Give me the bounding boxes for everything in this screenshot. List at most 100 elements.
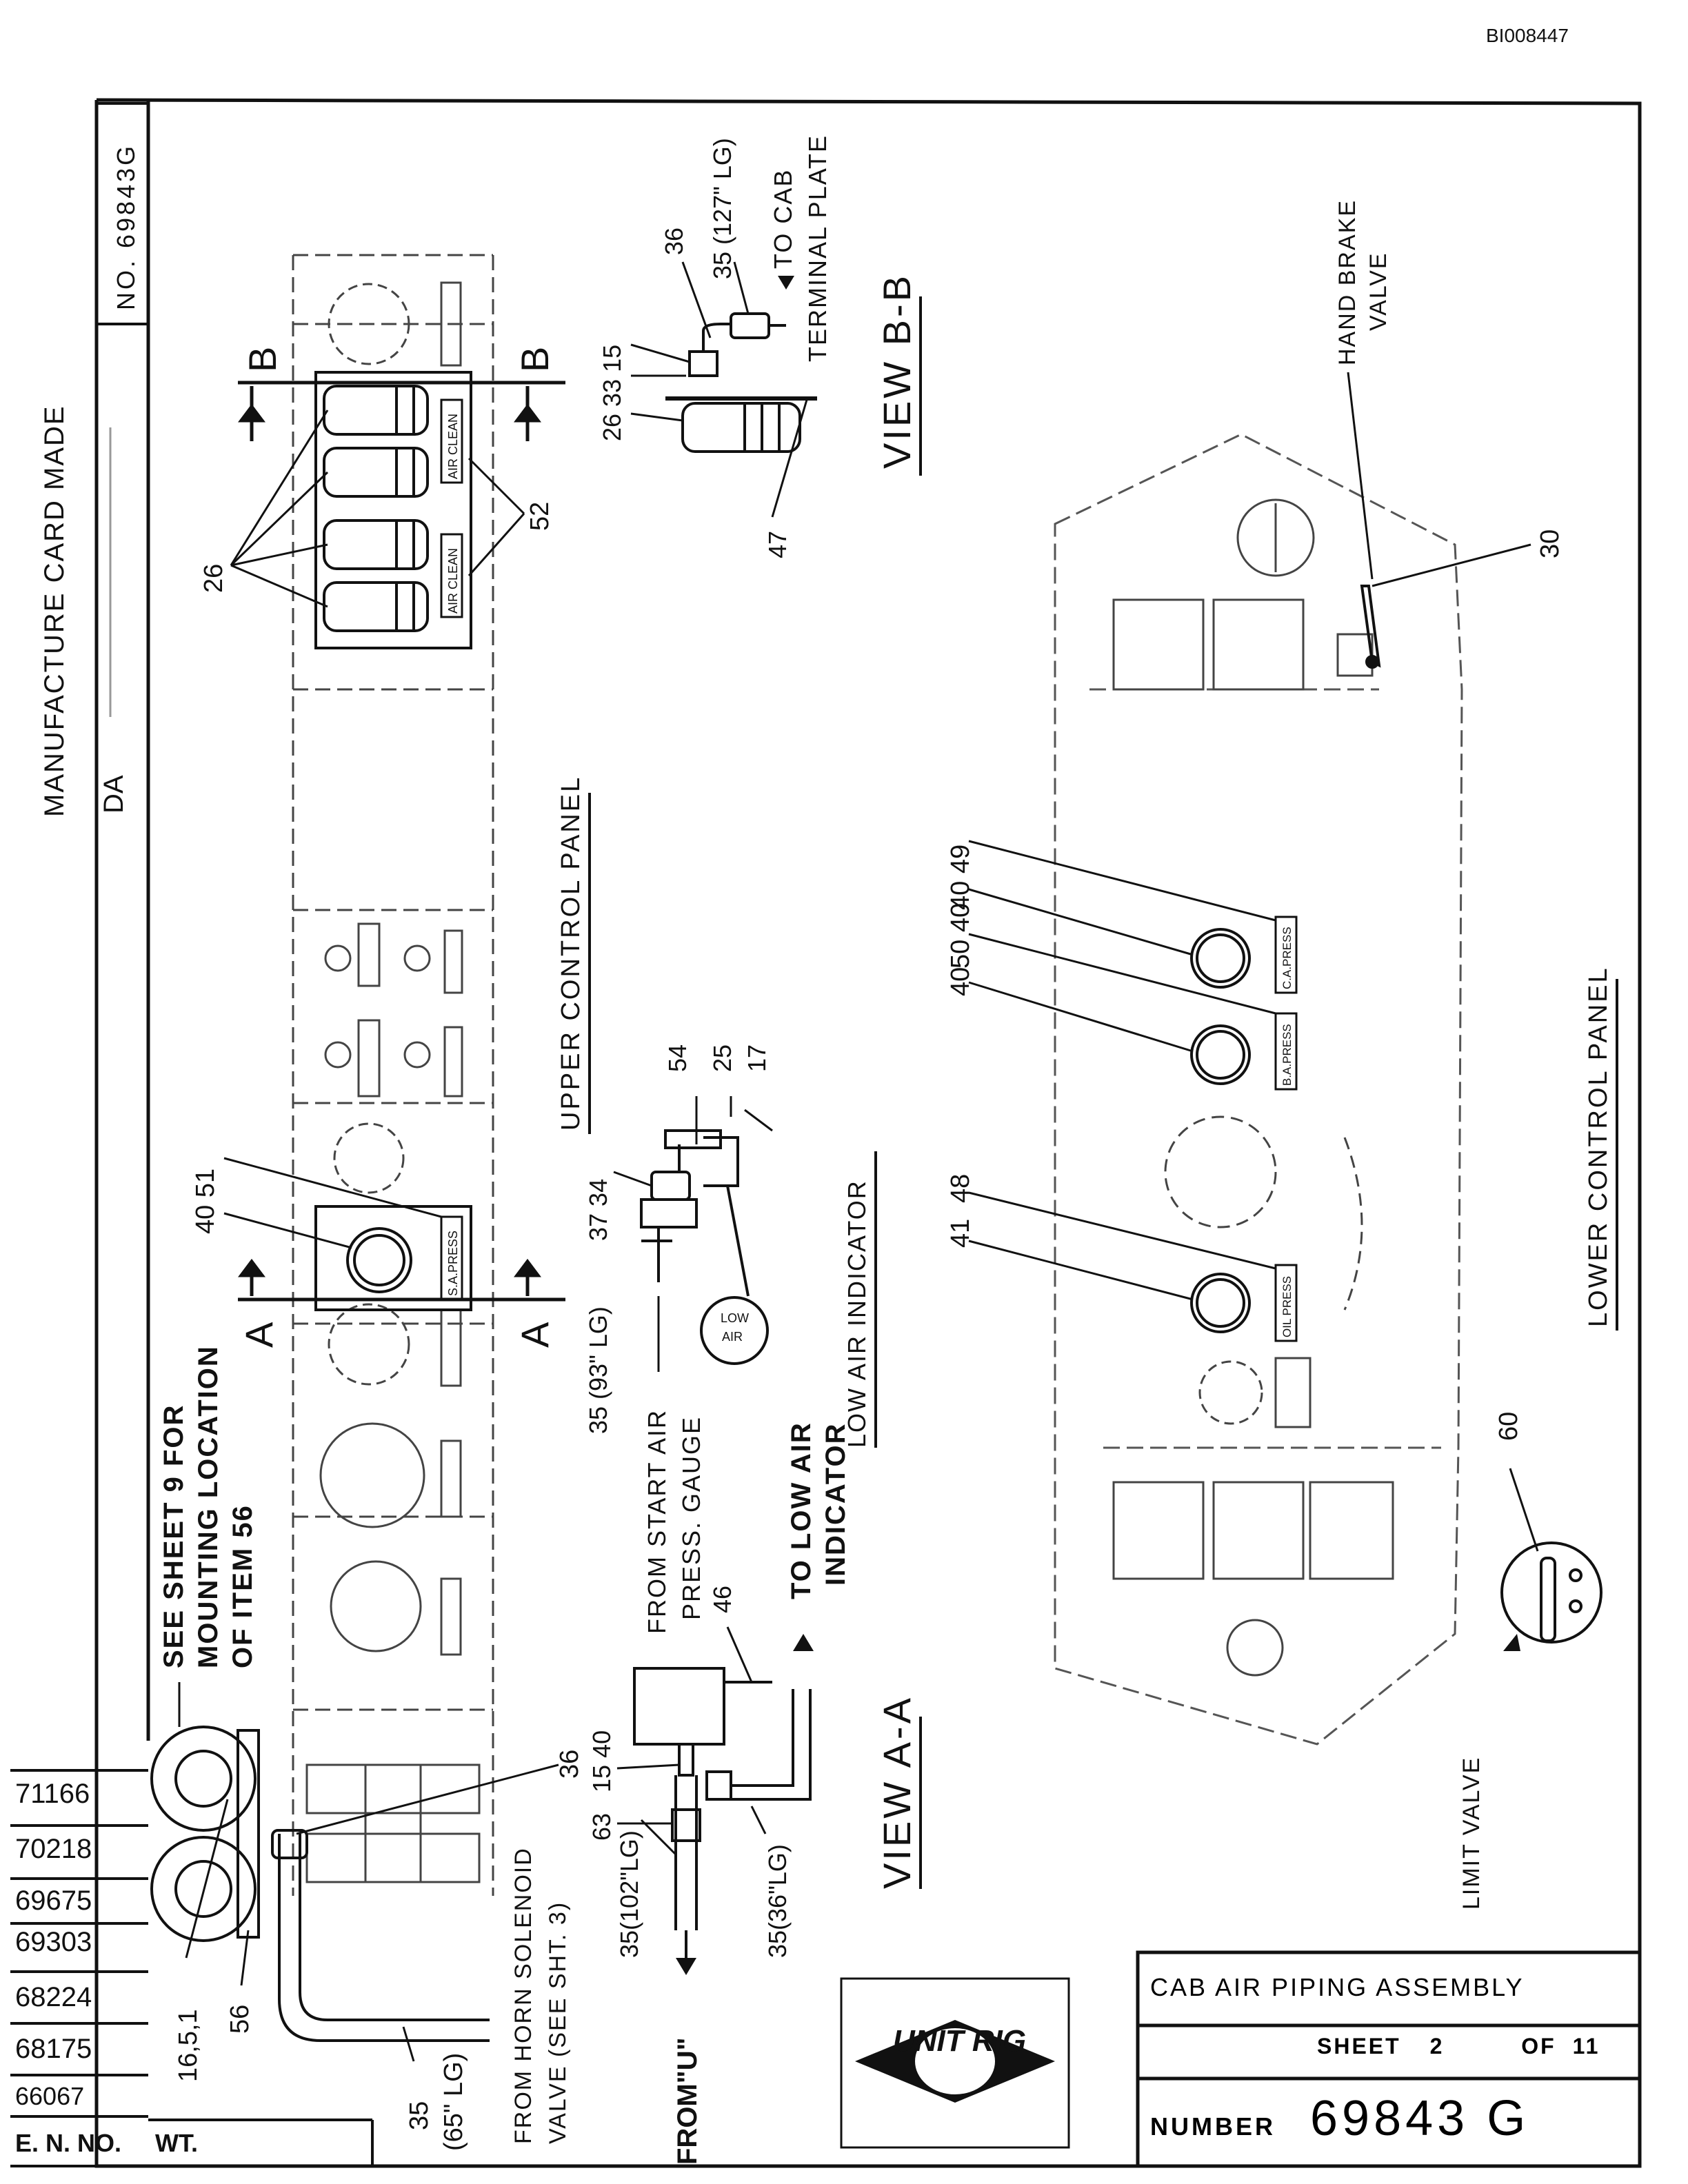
limit-valve-arrow xyxy=(1503,1634,1520,1651)
leader-35-65 xyxy=(402,2026,415,2062)
low-air-gauge-line2: AIR xyxy=(722,1330,743,1344)
upper-panel-details xyxy=(305,281,481,1883)
callout-63: 63 xyxy=(587,1813,616,1841)
section-a-right: A xyxy=(513,1322,556,1348)
to-cab-line2: TERMINAL PLATE xyxy=(803,134,832,362)
leader-16-5-1 xyxy=(185,1799,229,1959)
callout-54: 54 xyxy=(663,1044,692,1072)
callout-37-34: 37 34 xyxy=(584,1179,612,1241)
leader-46 xyxy=(726,1626,753,1683)
callout-26: 26 xyxy=(199,564,228,593)
manufacture-stamp-text: MANUFACTURE CARD MADE xyxy=(39,405,70,817)
title-block: CAB AIR PIPING ASSEMBLY SHEET 2 OF 11 NU… xyxy=(1138,1952,1640,2159)
leader-35-36 xyxy=(750,1806,767,1834)
leader-56 xyxy=(240,1930,250,1986)
callout-48: 48 xyxy=(946,1174,975,1203)
horn-circles xyxy=(150,1726,260,1942)
section-b-left: B xyxy=(241,347,284,372)
leader-37-34 xyxy=(613,1171,652,1187)
callout-47: 47 xyxy=(763,531,792,558)
from-start-air-line2: PRESS. GAUGE xyxy=(677,1416,705,1620)
logo-text: UNIT RIG xyxy=(893,2024,1026,2058)
ba-press-label: B.A.PRESS xyxy=(1280,1024,1294,1086)
callout-50-40: 50 40 xyxy=(946,903,975,969)
drawing-number: 69843 G xyxy=(1310,2091,1530,2146)
leader-bb xyxy=(630,261,808,518)
leader-26 xyxy=(230,410,329,608)
leader-lower-gauges xyxy=(968,840,1276,1301)
callout-35-65-line1: 35 xyxy=(405,2101,434,2130)
sa-press-gauge xyxy=(314,1205,472,1311)
low-air-indicator-label: LOW AIR INDICATOR xyxy=(843,1180,871,1448)
en-number-label: E. N. NO. xyxy=(15,2129,122,2157)
leader-40-51 xyxy=(223,1157,442,1249)
revision-entry: 66067 xyxy=(15,2082,85,2110)
revision-entry: 68175 xyxy=(15,2034,92,2064)
limit-valve xyxy=(1500,1541,1602,1644)
view-bb-detail xyxy=(665,312,817,453)
callout-35-93: 35 (93" LG) xyxy=(584,1306,612,1434)
callout-40-49: 40 49 xyxy=(946,845,975,910)
pipe-35-horn xyxy=(271,1829,490,2042)
callout-15-40: 15 40 xyxy=(587,1730,616,1792)
callout-16-5-1: 16,5,1 xyxy=(174,2009,203,2082)
to-cab-line1: TO CAB xyxy=(769,169,797,269)
callout-41: 41 xyxy=(946,1219,975,1248)
callout-25: 25 xyxy=(708,1044,736,1072)
weight-label: WT. xyxy=(155,2129,198,2157)
callout-40-51: 40 51 xyxy=(191,1169,220,1234)
lower-panel-label: LOWER CONTROL PANEL xyxy=(1584,966,1613,1327)
arrow-from-u xyxy=(676,1958,696,1975)
callout-36-bottom: 36 xyxy=(555,1750,584,1779)
from-u-label: FROM"U" xyxy=(672,2037,703,2165)
sheet-number: 2 xyxy=(1429,2034,1445,2059)
sheet-label: SHEET xyxy=(1317,2034,1401,2059)
hand-brake-line1: HAND BRAKE xyxy=(1334,199,1360,365)
from-horn-line2: VALVE (SEE SHT. 3) xyxy=(545,1901,571,2144)
sheet-total: 11 xyxy=(1572,2034,1600,2059)
oil-press-label: OIL PRESS xyxy=(1280,1276,1294,1337)
view-bb-label: VIEW B-B xyxy=(875,273,918,469)
revision-entry: 70218 xyxy=(15,1834,92,1864)
lower-panel-details xyxy=(1112,498,1394,1677)
of-label: OF xyxy=(1521,2034,1556,2059)
low-air-detail xyxy=(640,1096,773,1365)
sa-press-label: S.A.PRESS xyxy=(446,1231,460,1296)
air-clean-label-1: AIR CLEAN xyxy=(446,414,460,479)
leader-36-bottom xyxy=(296,1763,559,1835)
view-aa-label: VIEW A-A xyxy=(875,1695,918,1889)
from-horn-line1: FROM HORN SOLENOID xyxy=(510,1847,536,2144)
revision-entry: 69303 xyxy=(15,1927,92,1957)
note-sheet9-line2: MOUNTING LOCATION xyxy=(193,1345,223,1668)
callout-60: 60 xyxy=(1494,1412,1523,1441)
to-low-air-line1: TO LOW AIR xyxy=(786,1422,816,1599)
leader-15-40 xyxy=(616,1763,680,1770)
callout-35-36: 35(36"LG) xyxy=(763,1844,792,1958)
sheet-info: SHEET 2 OF 11 xyxy=(1317,2034,1600,2059)
hand-brake-line2: VALVE xyxy=(1365,252,1391,331)
drawing-border xyxy=(94,98,1642,2168)
leader-52 xyxy=(468,457,525,576)
arrow-to-cab xyxy=(778,276,794,290)
leader-30 xyxy=(1372,543,1531,587)
ca-press-label: C.A.PRESS xyxy=(1280,927,1294,989)
revision-entry: 71166 xyxy=(15,1779,90,1809)
callout-30: 30 xyxy=(1536,529,1565,558)
air-clean-label-2: AIR CLEAN xyxy=(446,548,460,614)
revision-entry: 68224 xyxy=(15,1982,92,2012)
leader-60 xyxy=(1509,1468,1539,1552)
number-label: NUMBER xyxy=(1150,2112,1276,2141)
limit-valve-label: LIMIT VALVE xyxy=(1458,1757,1485,1910)
note-sheet9-line3: OF ITEM 56 xyxy=(228,1504,258,1668)
callout-46: 46 xyxy=(708,1586,736,1613)
callout-36-top: 36 xyxy=(660,228,688,255)
callout-35-65-line2: (65" LG) xyxy=(439,2053,468,2151)
callout-17: 17 xyxy=(743,1044,771,1072)
revision-column xyxy=(10,1769,374,2167)
hand-brake-valve xyxy=(1360,585,1381,669)
to-low-air-line2: INDICATOR xyxy=(821,1422,851,1586)
logo xyxy=(840,1977,1070,2149)
leader-35-102 xyxy=(640,1819,677,1856)
section-aa-marker xyxy=(238,1258,565,1302)
low-air-gauge-line1: LOW xyxy=(721,1311,749,1325)
